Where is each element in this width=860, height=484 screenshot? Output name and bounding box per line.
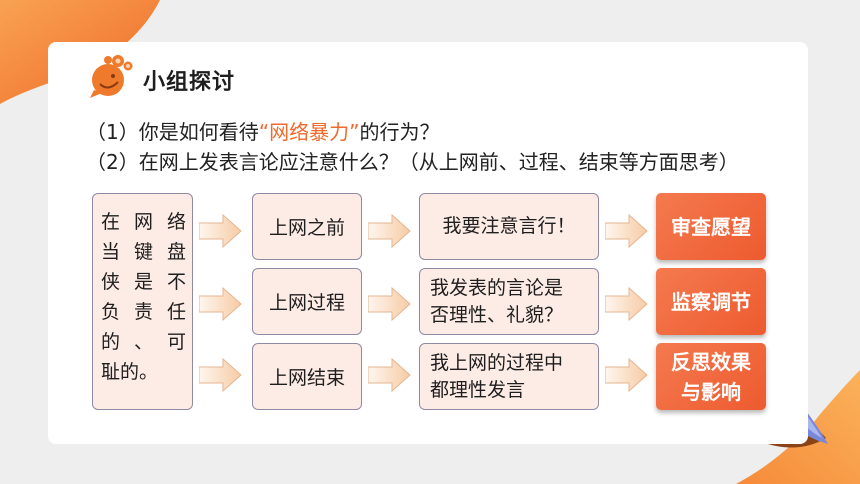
note-during-online: 我发表的言论是否理性、礼貌？ <box>419 268 599 335</box>
statement-row: 在网络 <box>101 211 186 233</box>
arrow-right-icon <box>605 357 648 393</box>
statement-row: 侠是不 <box>101 271 186 293</box>
action-reflect-effect: 反思效果与影响 <box>656 343 766 410</box>
stage-during-online: 上网过程 <box>252 268 362 335</box>
arrow-right-icon <box>605 213 648 249</box>
arrow-right-icon <box>199 357 242 393</box>
question-1-suffix: 的行为？ <box>359 120 440 144</box>
statement-row: 当键盘 <box>101 241 186 263</box>
arrow-right-icon <box>199 213 242 249</box>
page-title: 小组探讨 <box>143 70 236 95</box>
statement-row: 的、可 <box>101 331 186 353</box>
arrow-right-icon <box>368 357 411 393</box>
question-1-prefix: （1）你是如何看待 <box>86 120 259 144</box>
arrow-right-icon <box>605 286 648 322</box>
question-2: （2）在网上发表言论应注意什么？（从上网前、过程、结束等方面思考） <box>86 150 739 174</box>
question-1-highlight: “网络暴力” <box>258 120 360 144</box>
stage-before-online: 上网之前 <box>252 193 362 260</box>
note-after-online: 我上网的过程中都理性发言 <box>419 343 599 410</box>
arrow-right-icon <box>368 286 411 322</box>
question-1: （1）你是如何看待“网络暴力”的行为？ <box>86 116 439 145</box>
arrow-right-icon <box>368 213 411 249</box>
action-review-wish: 审查愿望 <box>656 193 766 260</box>
arrow-right-icon <box>199 286 242 322</box>
note-before-online: 我要注意言行！ <box>419 193 599 260</box>
statement-last-line: 耻的。 <box>101 361 159 383</box>
action-monitor-adjust: 监察调节 <box>656 268 766 335</box>
stage-after-online: 上网结束 <box>252 343 362 410</box>
discussion-mascot-icon <box>90 55 133 98</box>
statement-row: 负责任 <box>101 301 186 323</box>
cyber-bully-statement-box: 在网络 当键盘 侠是不 负责任 的、可 耻的。 <box>92 193 193 410</box>
